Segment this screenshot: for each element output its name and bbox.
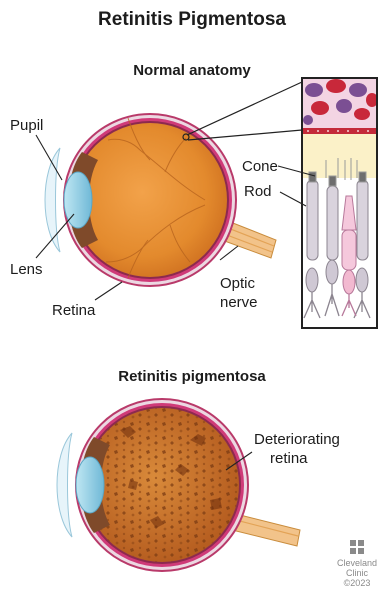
label-cone: Cone: [242, 157, 278, 176]
rp-lens: [76, 457, 104, 513]
label-retina-rp: retina: [270, 449, 308, 468]
credit-line-2: Clinic: [333, 568, 381, 578]
retina: [73, 123, 227, 277]
label-retina: Retina: [52, 301, 95, 320]
credit-line-3: ©2023: [333, 578, 381, 588]
cleveland-clinic-logo: Cleveland Clinic ©2023: [333, 540, 381, 588]
label-pupil: Pupil: [10, 116, 43, 135]
lens: [64, 172, 92, 228]
cleveland-clinic-icon: [350, 540, 364, 554]
retina-zoom-inset: [302, 78, 378, 328]
credit-line-1: Cleveland: [333, 558, 381, 568]
normal-eye: [45, 114, 276, 286]
label-rod: Rod: [244, 182, 272, 201]
rp-cornea: [57, 433, 72, 537]
label-lens: Lens: [10, 260, 43, 279]
label-optic: Optic: [220, 274, 255, 293]
rp-eye: [57, 399, 300, 571]
rp-pigment-deposits: [85, 408, 239, 562]
label-nerve: nerve: [220, 293, 258, 312]
label-deteriorating: Deteriorating: [254, 430, 340, 449]
